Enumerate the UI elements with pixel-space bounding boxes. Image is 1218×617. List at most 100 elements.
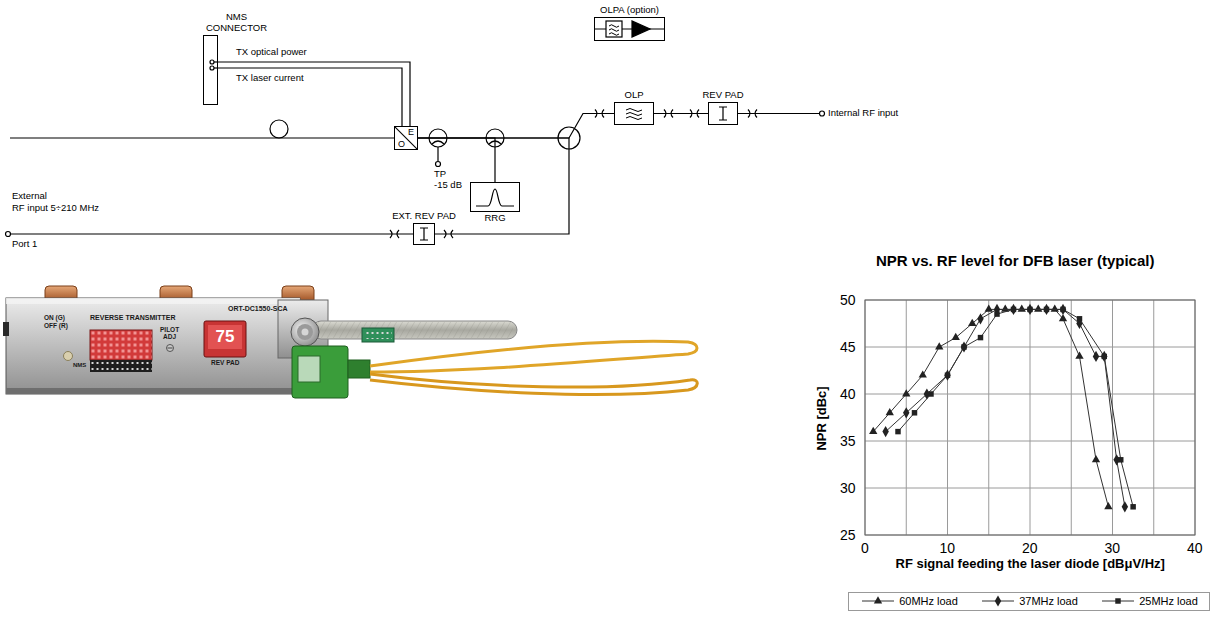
test-point-label: TP [434,169,446,180]
series-marker [935,342,943,349]
pad-display [204,321,246,357]
block-label: NMS CONNECTOR [206,12,267,34]
series-marker [1011,307,1016,312]
block-label: E [408,127,414,137]
pilot-pot [167,345,174,352]
series-marker [1043,304,1049,315]
panel-edge [6,298,300,304]
series-marker [882,426,888,437]
chart-legend: 60MHz load37MHz load25MHz load [848,592,1210,611]
rf-cable [312,321,517,339]
panel-marking: REVERSE TRANSMITTER [90,314,176,322]
series-marker [961,344,966,349]
grid-line [1112,300,1113,535]
series-marker [1034,305,1042,312]
series-marker [1104,502,1112,509]
tick-label: 20 [1022,540,1038,556]
chart-title: NPR vs. RF level for DFB laser (typical) [876,252,1154,269]
series-marker [1102,354,1107,359]
coupler-symbol [432,141,444,144]
series-marker [968,319,976,326]
sc-connector [292,346,348,398]
panel-marking: OFF (R) [44,322,68,329]
block-label: OLPA (option) [600,5,659,16]
series-marker [1093,351,1099,362]
tick-label: 30 [840,480,856,496]
internal-input-wire [738,113,820,114]
tick-label: 30 [1105,540,1121,556]
series-marker [945,372,950,377]
series-marker [919,370,927,377]
port-label: Internal RF input [828,108,898,119]
series-marker [886,408,894,415]
series-marker [902,389,910,396]
series-marker [952,333,960,340]
small-board-pins [364,331,392,339]
test-point-level: -15 dB [434,180,462,191]
filter-symbol [606,21,622,37]
attenuator-box: EXT. REV PAD [413,223,435,245]
input-terminal [6,232,11,237]
panel-marking: NMS [73,362,86,369]
signal-line [218,68,402,126]
sc-connector-window [298,356,320,382]
pilot-pot-slot [168,348,173,349]
tick-label: 40 [840,386,856,402]
rf-cable-braid [316,322,513,338]
legend-marker [995,596,1001,607]
panel-marking: REV PAD [211,359,239,366]
legend-marker [1115,599,1120,604]
tick-label: 10 [940,540,956,556]
series-marker [1130,504,1135,509]
signal-name: TX laser current [236,73,304,84]
grid-line [988,300,989,535]
grid-line [865,441,1195,442]
legend-sample [860,595,896,607]
series-marker [1092,455,1100,462]
tick-label: 40 [1187,540,1203,556]
filter-symbol [626,109,642,120]
tick-label: 45 [840,339,856,355]
legend-label: 60MHz load [899,595,958,608]
f-connector [302,329,309,336]
amplifier-line [594,28,665,29]
signal-line [418,138,495,182]
series-marker [895,429,900,434]
series-marker [1051,305,1059,312]
legend-label: 37MHz load [1019,595,1078,608]
port-label: RF input 5÷210 MHz [12,203,99,214]
series-marker [1122,501,1128,512]
series-marker [1060,307,1065,312]
nms-socket-pins [90,330,152,360]
axis-title: RF signal feeding the laser diode [dBμV/… [896,557,1165,572]
grid-line [1071,300,1072,535]
filter-box: OLP [614,102,654,125]
tick-label: 0 [861,540,869,556]
signal-line [218,62,410,126]
nms-socket [90,330,152,360]
series-line [886,309,1125,506]
npr-chart [865,300,1195,535]
data-series [869,305,1112,510]
f-connector [297,324,313,340]
block-label: EXT. REV PAD [392,211,456,222]
grid-line [865,394,1195,395]
connector-pin [210,66,214,70]
attenuator-symbol [420,228,428,240]
tick-label: 50 [840,292,856,308]
optical-output-line [10,137,394,138]
attenuator-symbol [719,107,727,120]
test-point [436,162,441,167]
amplifier-symbol [632,21,650,37]
panel-marking: ON (G) [44,314,65,321]
front-panel [6,298,300,394]
series-marker [1027,307,1032,312]
dip-switch-keys [90,360,152,372]
tick-label: 25 [840,527,856,543]
grid-line [947,300,948,535]
block-label: OLP [624,90,643,101]
port-name: Port 1 [12,239,37,250]
series-marker [1077,316,1082,321]
